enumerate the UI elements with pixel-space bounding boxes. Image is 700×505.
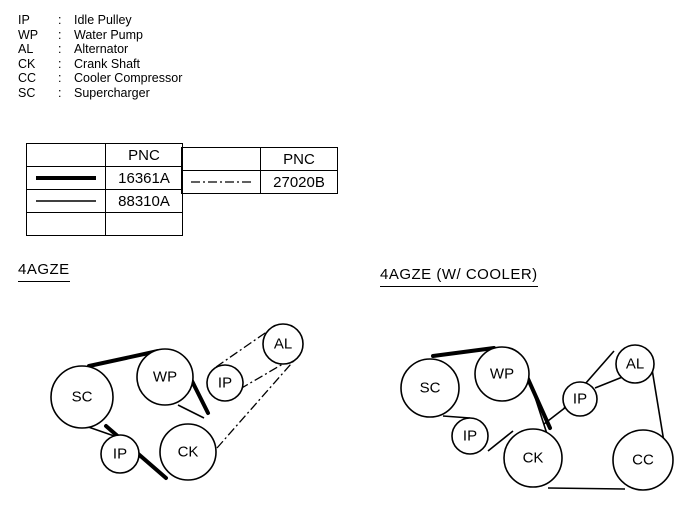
- legend-colon: :: [58, 27, 62, 42]
- pnc-value: 27020B: [260, 170, 338, 194]
- pnc-table-left: PNC 16361A 88310A: [26, 143, 183, 236]
- pulley-label: IP: [218, 375, 232, 392]
- line-sample-thick: [26, 166, 106, 190]
- legend-desc: Crank Shaft: [74, 56, 141, 71]
- pulley-label: AL: [274, 336, 292, 353]
- legend-code: CK: [18, 56, 36, 71]
- legend-code: WP: [18, 27, 39, 42]
- pulley-al: AL: [615, 344, 655, 384]
- legend-code: SC: [18, 85, 36, 100]
- pulley-ip-lower: IP: [451, 417, 489, 455]
- thin-solid-line-icon: [36, 200, 96, 202]
- table-cell-empty: [26, 212, 106, 236]
- diagram-title-4agze: 4AGZE: [18, 261, 70, 282]
- legend-desc: Idle Pulley: [74, 13, 132, 27]
- pnc-value: 88310A: [105, 189, 183, 213]
- pulley-label: CK: [178, 444, 199, 461]
- thick-solid-line-icon: [36, 176, 96, 180]
- legend-desc: Supercharger: [74, 85, 150, 100]
- pulley-sc: SC: [50, 365, 114, 429]
- dash-dot-line-icon: [191, 181, 251, 183]
- legend-desc: Cooler Compressor: [74, 71, 183, 86]
- line-sample-thin: [26, 189, 106, 213]
- pnc-table-right: PNC 27020B: [181, 147, 338, 194]
- pulley-label: AL: [626, 356, 644, 373]
- legend-colon: :: [58, 71, 62, 86]
- table-cell-empty: [105, 212, 183, 236]
- pulley-label: SC: [420, 380, 441, 397]
- pulley-wp: WP: [136, 348, 194, 406]
- pnc-header: PNC: [105, 143, 183, 167]
- legend-code: CC: [18, 71, 37, 86]
- pulley-label: SC: [72, 389, 93, 406]
- pulley-cc: CC: [612, 429, 674, 491]
- legend-desc: Water Pump: [74, 27, 144, 42]
- pulley-ip-upper: IP: [562, 381, 598, 417]
- pulley-ck: CK: [159, 423, 217, 481]
- pulley-wp: WP: [474, 346, 530, 402]
- pulley-label: CK: [523, 450, 544, 467]
- legend-colon: :: [58, 13, 62, 27]
- pulley-ip-upper: IP: [206, 364, 244, 402]
- legend-colon: :: [58, 42, 62, 57]
- pulley-label: IP: [463, 428, 477, 445]
- legend-code: AL: [18, 42, 34, 57]
- pulley-ck: CK: [503, 428, 563, 488]
- pulley-label: WP: [490, 366, 514, 383]
- diagram-title-4agze-cooler: 4AGZE (W/ COOLER): [380, 266, 538, 287]
- legend-colon: :: [58, 56, 62, 71]
- line-sample-dash-dot: [181, 170, 261, 194]
- pulley-label: WP: [153, 369, 177, 386]
- legend-desc: Alternator: [74, 42, 129, 57]
- pulley-label: IP: [573, 391, 587, 408]
- pnc-header: PNC: [260, 147, 338, 171]
- pulley-label: IP: [113, 446, 127, 463]
- pulley-ip-lower: IP: [100, 434, 140, 474]
- pnc-value: 16361A: [105, 166, 183, 190]
- legend-code: IP: [18, 13, 30, 27]
- pulley-label: CC: [632, 452, 654, 469]
- pulley-al: AL: [262, 323, 304, 365]
- legend-colon: :: [58, 85, 62, 100]
- pulley-sc: SC: [400, 358, 460, 418]
